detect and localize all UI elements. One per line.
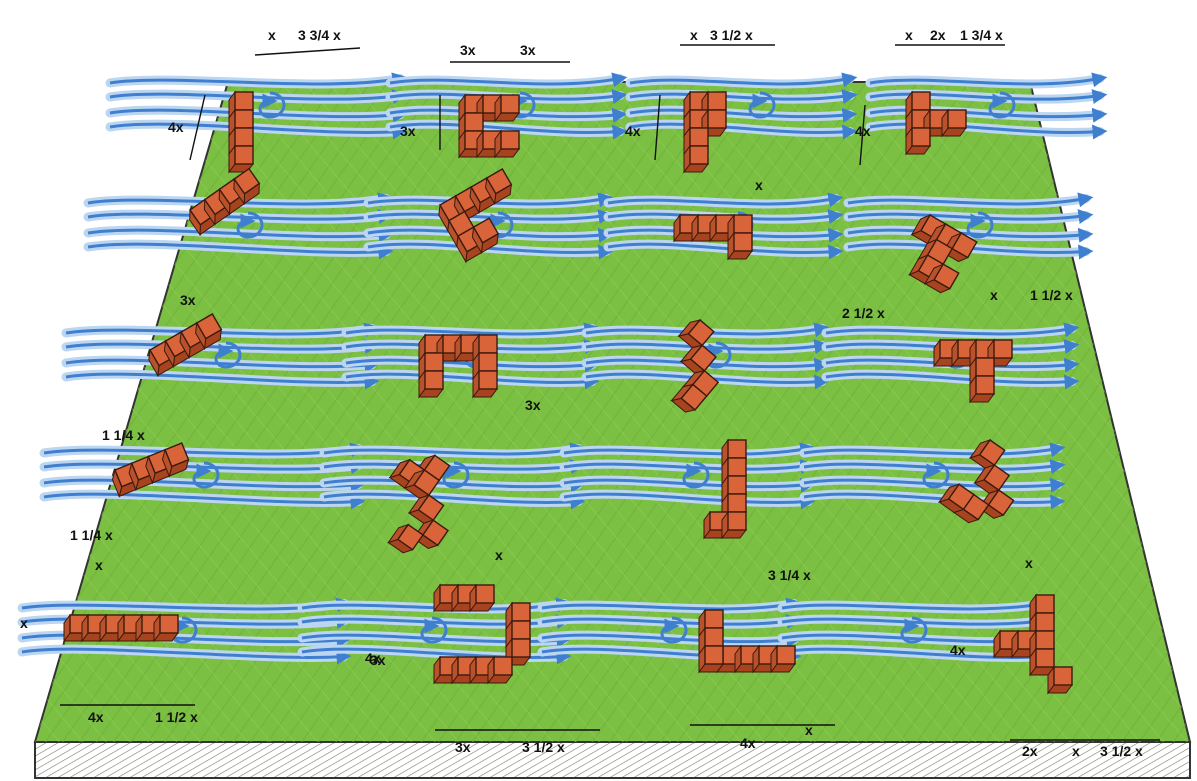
dimension-label: x <box>990 287 998 303</box>
cube-face <box>912 92 930 110</box>
cube-face <box>728 512 746 530</box>
cube-face <box>994 340 1012 358</box>
slab-side <box>35 742 1190 778</box>
dimension-label: 2x <box>1022 743 1038 759</box>
cube-face <box>690 146 708 164</box>
cube-face <box>235 92 253 110</box>
dimension-label: 2 1/2 x <box>842 305 885 321</box>
cube-face <box>1054 667 1072 685</box>
dimension-label: 3 1/2 x <box>1100 743 1143 759</box>
dimension-label: x <box>905 27 913 43</box>
dimension-label: 4x <box>625 123 641 139</box>
dimension-label: 3x <box>520 42 536 58</box>
dimension-label: 3x <box>370 652 386 668</box>
dimension-label: x <box>20 615 28 631</box>
cube-face <box>690 128 708 146</box>
dimension-label: 3 1/2 x <box>522 739 565 755</box>
cube-face <box>734 233 752 251</box>
dimension-label: 4x <box>740 735 756 751</box>
cube-face <box>734 215 752 233</box>
cube-face <box>476 585 494 603</box>
dimension-label: 3x <box>400 123 416 139</box>
dimension-label: x <box>95 557 103 573</box>
dimension-label: 2x <box>930 27 946 43</box>
cube-face <box>479 335 497 353</box>
building-block-17 <box>64 615 178 641</box>
dimension-label: x <box>690 27 698 43</box>
cube-face <box>1036 649 1054 667</box>
dimension-label: 1 1/4 x <box>102 427 145 443</box>
cube-face <box>512 603 530 621</box>
dimension-label: x <box>1025 555 1033 571</box>
cube-face <box>728 476 746 494</box>
cube-face <box>425 353 443 371</box>
cube-face <box>912 128 930 146</box>
building-block-1 <box>229 92 253 172</box>
dimension-label: 1 1/2 x <box>1030 287 1073 303</box>
dimension-label: 1 1/2 x <box>155 709 198 725</box>
ground-slab <box>35 82 1190 778</box>
dimension-label: 1 3/4 x <box>960 27 1003 43</box>
cube-face <box>728 440 746 458</box>
dimension-label: x <box>1072 743 1080 759</box>
cube-face <box>465 113 483 131</box>
dimension-label: 3 1/2 x <box>710 27 753 43</box>
cube-face <box>160 615 178 633</box>
cube-face <box>948 110 966 128</box>
cube-face <box>235 146 253 164</box>
cube-face <box>1036 613 1054 631</box>
dimension-label: 3x <box>460 42 476 58</box>
cube-face <box>479 371 497 389</box>
dimension-label: 3 1/4 x <box>768 567 811 583</box>
cube-face <box>1036 595 1054 613</box>
cube-face <box>705 628 723 646</box>
dimension-label: x <box>268 27 276 43</box>
dimension-label: x <box>755 177 763 193</box>
cube-face <box>976 376 994 394</box>
cube-face <box>235 128 253 146</box>
dimension-label: 4x <box>950 642 966 658</box>
cube-face <box>705 646 723 664</box>
cube-face <box>777 646 795 664</box>
cube-face <box>512 621 530 639</box>
cube-face <box>501 131 519 149</box>
cube-face <box>1036 631 1054 649</box>
dimension-label: 4x <box>88 709 104 725</box>
cube-face <box>728 494 746 512</box>
cube-face <box>708 110 726 128</box>
dimension-label: 4x <box>168 119 184 135</box>
cube-face <box>235 110 253 128</box>
cube-face <box>708 92 726 110</box>
dimension-label: 3x <box>180 292 196 308</box>
dimension-label: 3 3/4 x <box>298 27 341 43</box>
dimension-label: 3x <box>455 739 471 755</box>
cube-face <box>512 639 530 657</box>
cube-face <box>479 353 497 371</box>
cube-face <box>976 358 994 376</box>
cube-face <box>728 458 746 476</box>
dimension-line <box>255 48 360 55</box>
dimension-label: 1 1/4 x <box>70 527 113 543</box>
dimension-label: 3x <box>525 397 541 413</box>
cube-face <box>425 371 443 389</box>
dimension-label: x <box>495 547 503 563</box>
cube-face <box>705 610 723 628</box>
cube-face <box>494 657 512 675</box>
cube-face <box>501 95 519 113</box>
